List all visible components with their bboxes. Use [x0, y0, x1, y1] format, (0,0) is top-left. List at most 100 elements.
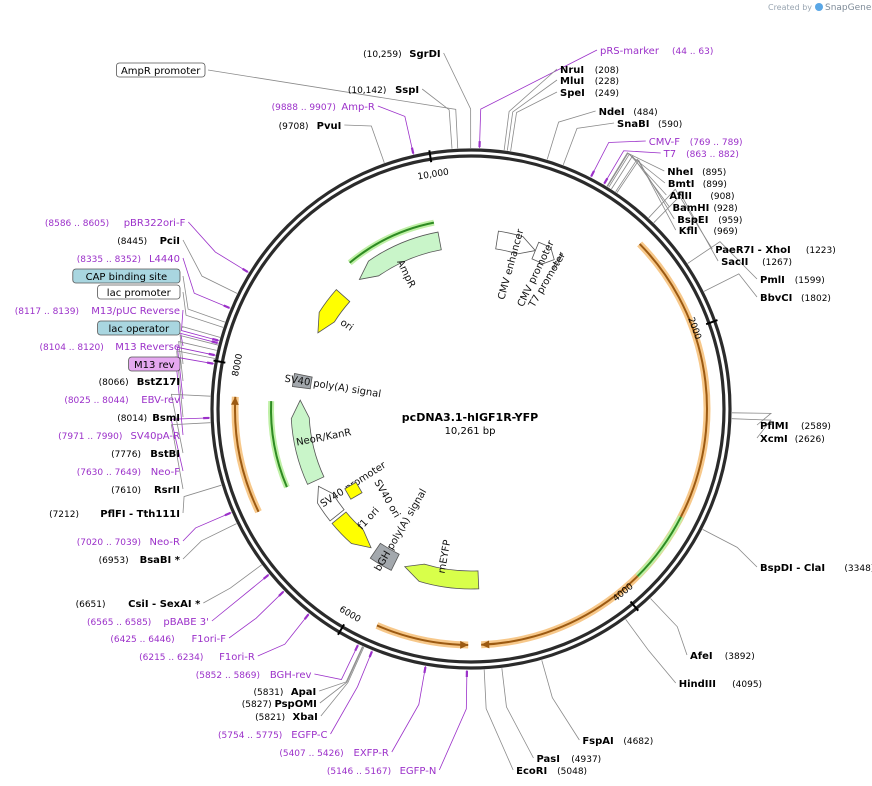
ruler-label: 2000: [685, 316, 702, 341]
label-leader-line: [228, 590, 285, 639]
site-label-lac-promoter: lac promoter: [97, 284, 181, 300]
site-name: CAP binding site: [86, 272, 168, 283]
site-label-spei: SpeI(249): [560, 88, 619, 99]
site-position: (5827): [242, 700, 272, 710]
label-leader-line: [687, 241, 758, 280]
green-arc: [270, 401, 288, 488]
site-name: SpeI: [560, 88, 585, 99]
site-name: EBV-rev: [141, 395, 180, 406]
label-leader-line: [501, 668, 534, 759]
orf-arrowhead: [481, 640, 490, 649]
site-name: SgrDI: [409, 49, 440, 60]
site-label-pflfi-tth111i: PflFI - Tth111I(7212): [49, 509, 180, 520]
site-name: SnaBI: [617, 119, 649, 130]
site-position: (10,259): [363, 50, 402, 60]
site-name: BGH-rev: [270, 670, 312, 681]
label-leader-line: [211, 574, 270, 622]
site-label-fspai: FspAI(4682): [582, 736, 653, 747]
snapgene-logo-icon: [815, 3, 823, 11]
orf-arcs: [230, 219, 711, 649]
green-arc: [349, 221, 435, 264]
site-position: (7971 .. 7990): [58, 432, 122, 442]
site-name: M13/pUC Reverse: [91, 306, 180, 317]
site-label-xbai: XbaI(5821): [255, 712, 318, 723]
label-leader-line: [421, 88, 453, 149]
ruler-label: 10,000: [417, 168, 450, 183]
site-name: Amp-R: [341, 102, 375, 113]
site-position: (8014): [117, 414, 147, 424]
site-label-ecori: EcoRI(5048): [516, 766, 587, 777]
feature-bgh-poly-a-signal: [369, 542, 400, 571]
feature-neor-kanr: [290, 399, 325, 485]
site-name: ApaI: [291, 687, 316, 698]
label-leader-line: [653, 194, 719, 262]
site-label-prs-marker: pRS-marker(44 .. 63): [600, 46, 713, 57]
site-name: F1ori-R: [219, 652, 255, 663]
label-leader-line: [182, 484, 222, 514]
label-leader-line: [314, 644, 359, 681]
feature-tag-box: [97, 284, 181, 300]
site-name: PasI: [536, 754, 559, 765]
site-name: SspI: [395, 85, 419, 96]
site-label-csii-sexai: CsiI - SexAI *(6651): [76, 599, 201, 610]
site-position: (8025 .. 8044): [64, 396, 128, 406]
site-name: PaeR7I - XhoI: [715, 245, 791, 256]
site-label-bstbi: BstBI(7776): [111, 449, 180, 460]
site-position: (5821): [255, 713, 285, 723]
site-position: (7212): [49, 510, 79, 520]
site-label-bgh-rev: BGH-rev(5852 .. 5869): [196, 670, 312, 681]
site-position: (6215 .. 6234): [139, 653, 203, 663]
site-label-xcmi: XcmI(2626): [760, 434, 825, 445]
site-position: (590): [658, 120, 682, 130]
site-position: (1267): [762, 258, 792, 268]
site-position: (6565 .. 6585): [87, 618, 151, 628]
primer-site-tick: [278, 590, 285, 597]
site-name: NheI: [667, 167, 693, 178]
label-leader-line: [615, 158, 675, 220]
label-leader-line: [181, 309, 220, 342]
site-name: EGFP-N: [400, 766, 437, 777]
site-name: BsaBI *: [140, 555, 181, 566]
site-position: (5048): [557, 767, 587, 777]
feature-label-meyfp: mEYFP: [437, 539, 454, 574]
site-position: (4095): [732, 680, 762, 690]
site-label-bsmi: BsmI(8014): [117, 413, 180, 424]
ruler-tick: [629, 600, 639, 612]
label-leader-line: [257, 613, 310, 657]
site-position: (3348): [844, 564, 872, 574]
site-position: (8335 .. 8352): [77, 255, 141, 265]
site-position: (8104 .. 8120): [40, 343, 104, 353]
site-label-neo-r: Neo-R(7020 .. 7039): [77, 537, 180, 548]
feature-ori: [317, 289, 351, 334]
site-name: BmtI: [668, 179, 695, 190]
site-position: (928): [713, 204, 737, 214]
site-name: SacII: [721, 257, 748, 268]
site-label-afei: AfeI(3892): [690, 651, 755, 662]
site-label-aflii: AflII(908): [669, 191, 734, 202]
primer-site-tick: [410, 147, 415, 154]
site-position: (8445): [117, 237, 147, 247]
site-label-m13-reverse: M13 Reverse(8104 .. 8120): [40, 342, 180, 353]
primer-site-tick: [224, 511, 231, 517]
site-label-pasi: PasI(4937): [536, 754, 601, 765]
site-name: T7: [663, 149, 676, 160]
label-leader-line: [731, 412, 773, 426]
site-label-bbvci: BbvCI(1802): [760, 293, 831, 304]
site-label-pspomi: PspOMI(5827): [242, 699, 317, 710]
feature-meyfp: [403, 563, 480, 590]
label-leader-line: [443, 52, 472, 149]
site-name: PmlI: [760, 275, 785, 286]
label-leader-line: [330, 650, 373, 735]
label-leaders: [170, 49, 773, 771]
label-leader-line: [207, 69, 459, 149]
site-position: (769 .. 789): [690, 138, 743, 148]
label-leader-line: [391, 665, 426, 753]
site-name: CMV-F: [649, 137, 680, 148]
site-label-nhei: NheI(895): [667, 167, 726, 178]
site-name: BspEI: [677, 215, 708, 226]
site-label-bmti: BmtI(899): [668, 179, 727, 190]
site-name: BstZ17I: [137, 377, 180, 388]
label-leader-line: [319, 646, 364, 704]
backbone-ring: [210, 148, 732, 670]
primer-site-tick: [368, 651, 373, 658]
